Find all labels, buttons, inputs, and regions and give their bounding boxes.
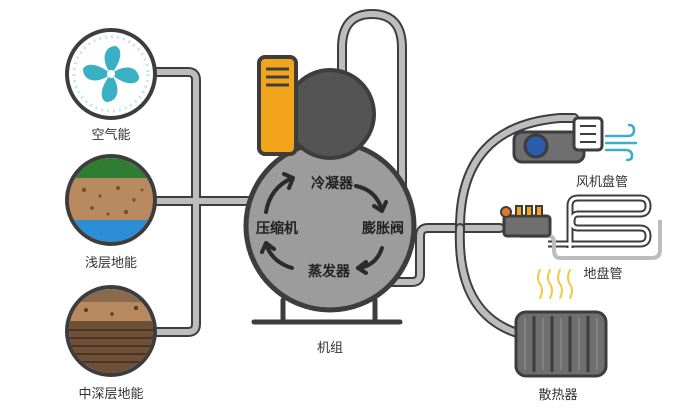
terminal-supply-pipe	[355, 113, 579, 341]
air-energy-source	[65, 28, 157, 120]
shallow-ground-label: 浅层地能	[84, 256, 138, 271]
fan-coil-unit-icon	[512, 116, 638, 164]
pipes	[145, 9, 579, 341]
arrow-compressor-to-condenser-icon	[264, 176, 294, 214]
floor-coil-label: 地盘管	[583, 267, 623, 282]
condenser-loop-pipe	[337, 9, 407, 195]
manifold-valves	[500, 205, 543, 218]
unit-stand	[251, 297, 403, 325]
fan-blade-icon	[83, 46, 139, 102]
control-box-icon	[257, 55, 298, 156]
unit-dome	[284, 68, 376, 160]
deep-ground-source	[65, 285, 157, 377]
condenser-label: 冷凝器	[311, 176, 353, 192]
radiator-icon	[514, 269, 608, 378]
compressor-label: 压缩机	[256, 221, 298, 237]
fan-coil-label: 风机盘管	[575, 175, 629, 190]
floor-coil-icon	[500, 194, 662, 260]
arrow-condenser-to-valve-icon	[354, 184, 384, 212]
arrow-evaporator-to-compressor-icon	[264, 242, 294, 270]
soil-speckles	[81, 186, 144, 216]
cycle-arrows	[260, 172, 388, 275]
evaporator-label: 蒸发器	[308, 264, 350, 280]
air-energy-label: 空气能	[91, 128, 131, 143]
heat-pump-unit	[243, 55, 417, 325]
source-manifold-pipe	[145, 67, 255, 337]
shallow-ground-source	[65, 154, 157, 246]
heat-waves-icon	[537, 269, 573, 299]
wind-icon	[604, 123, 638, 162]
radiator-label: 散热器	[538, 388, 578, 403]
unit-label: 机组	[316, 341, 344, 356]
deep-ground-label: 中深层地能	[78, 387, 144, 402]
expansion-valve-label: 膨胀阀	[362, 221, 404, 237]
